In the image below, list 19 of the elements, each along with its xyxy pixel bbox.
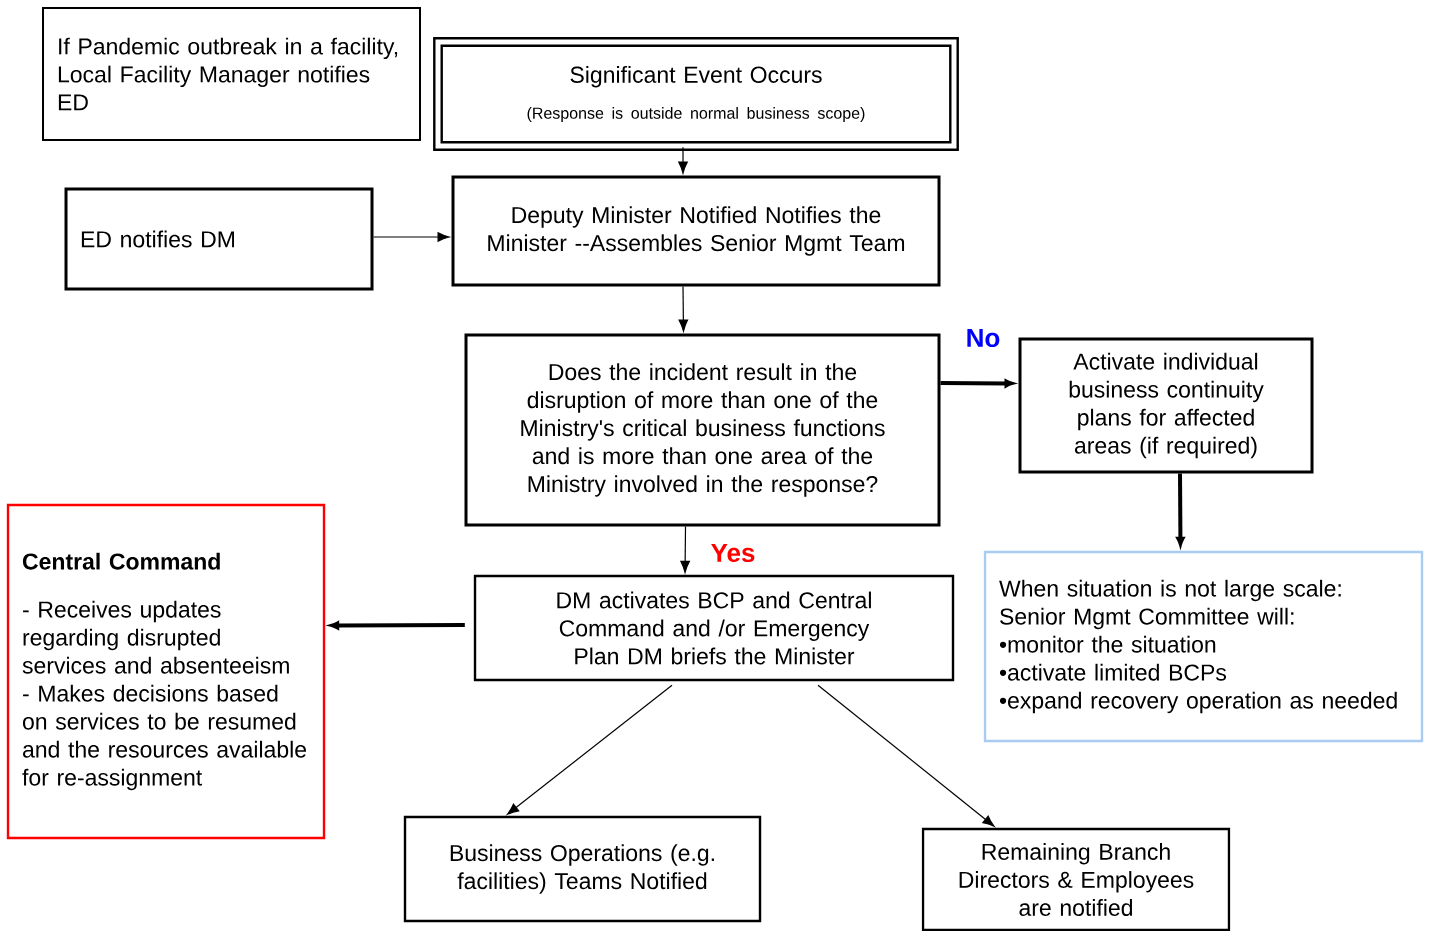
arrow <box>506 684 673 815</box>
arrow <box>678 285 689 332</box>
process-box: Business Operations (e.g. facilities) Teams Notified <box>403 815 762 923</box>
decision-box: Does the incident result in the disruption of more than one of the Ministry's critical business functions and is more than one area of the Ministry involved in the response? <box>464 333 941 527</box>
edge-label: No <box>963 326 1003 350</box>
arrow <box>680 525 690 573</box>
process-box: DM activates BCP and Central Command and /or Emergency Plan DM briefs the Minister <box>473 574 955 682</box>
note-box: When situation is not large scale: Senior Mgmt Committee will: •monitor the situation •activate limited BCPs •expand recovery operation as needed <box>983 550 1424 743</box>
event-box: Significant Event Occurs (Response is outside normal business scope) <box>433 37 959 151</box>
arrow <box>678 146 688 174</box>
arrow <box>817 684 995 827</box>
command-box: Central Command - Receives updates regarding disrupted services and absenteeism - Makes decisions based on services to be resumed and the resources available for re-assignment <box>6 503 326 840</box>
note-box: If Pandemic outbreak in a facility, Local Facility Manager notifies ED <box>42 7 421 141</box>
edge-label: Yes <box>708 541 758 565</box>
process-box: ED notifies DM <box>64 187 374 291</box>
arrow <box>372 232 450 242</box>
process-box: Activate individual business continuity plans for affected areas (if required) <box>1018 337 1314 474</box>
process-box: Remaining Branch Directors & Employees are notified <box>921 827 1231 931</box>
process-box: Deputy Minister Notified Notifies the Minister --Assembles Senior Mgmt Team <box>451 175 941 287</box>
